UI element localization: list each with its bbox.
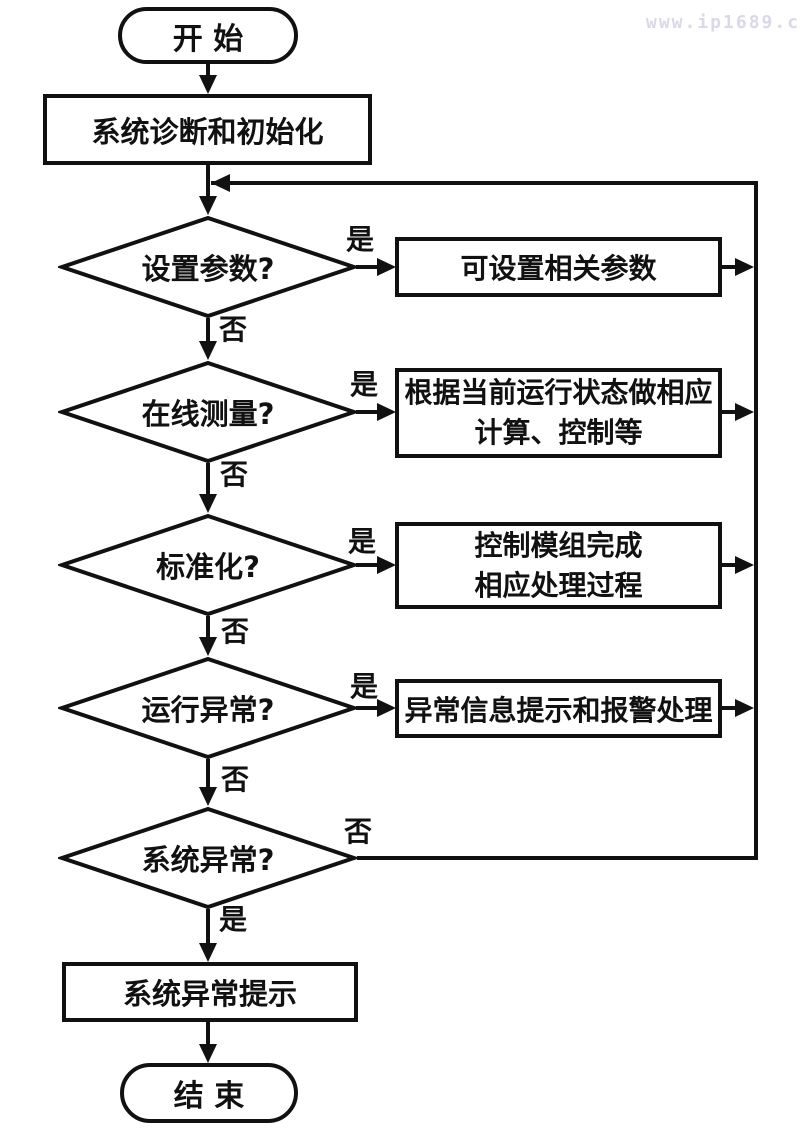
connector-action4-rail [722,706,736,710]
arrowhead-d2-action2 [377,403,396,421]
action-line: 计算、控制等 [474,416,643,449]
yes-label-2: 是 [350,368,379,401]
connector-init-d1 [206,164,210,197]
no-label-2: 否 [220,458,249,491]
connector-d4-action4 [356,706,378,710]
arrowhead-d1-d2 [199,341,217,360]
no-label-4: 否 [221,763,250,796]
decision-online-measure-label: 在线测量? [141,397,275,431]
arrowhead-loop-return [211,174,230,192]
decision-standardize-label: 标准化? [156,550,260,584]
action-standardize-box: 控制模组完成 相应处理过程 [395,522,722,609]
decision-set-params: 设置参数? [58,215,358,319]
connector-start-init [206,62,210,76]
connector-d1-action1 [356,265,378,269]
decision-run-abnormal-label: 运行异常? [141,693,275,727]
action-line: 根据当前运行状态做相应 [404,376,713,409]
connector-d2-action2 [356,410,378,414]
connector-d2-d3 [206,463,210,495]
connector-d4-d5 [206,759,210,788]
arrowhead-d4-d5 [199,787,217,806]
action-alarm-box: 异常信息提示和报警处理 [395,679,722,738]
arrowhead-prompt-end [199,1044,217,1063]
action-online-measure-box: 根据当前运行状态做相应 计算、控制等 [395,368,722,458]
end-node: 结 束 [120,1063,298,1123]
connector-d5-rail [357,856,758,860]
diamond-shape [58,513,358,617]
connector-action2-rail [722,410,736,414]
connector-d3-d4 [206,616,210,638]
arrowhead-start-init [199,75,217,94]
yes-label-5: 是 [219,903,248,936]
decision-online-measure: 在线测量? [58,360,358,464]
action-line: 相应处理过程 [474,568,643,602]
diamond-shape [58,360,358,464]
loop-return-line [211,181,758,185]
decision-system-abnormal-label: 系统异常? [141,843,275,877]
arrowhead-init-d1 [199,196,217,215]
action-line: 控制模组完成 [474,528,643,562]
diamond-shape [58,215,358,319]
arrowhead-d5-prompt [199,943,217,962]
connector-d1-d2 [206,318,210,342]
decision-standardize: 标准化? [58,513,358,617]
watermark-text: www.ip1689.com [646,12,800,33]
arrowhead-action2-rail [735,403,754,421]
arrowhead-d3-action3 [377,556,396,574]
no-label-3: 否 [221,615,250,648]
arrowhead-action3-rail [735,556,754,574]
arrowhead-d3-d4 [199,637,217,656]
connector-action3-rail [722,563,736,567]
action-set-params-box: 可设置相关参数 [395,237,722,297]
arrowhead-d2-d3 [199,494,217,513]
yes-label-4: 是 [350,670,379,703]
no-label-1: 否 [219,313,248,346]
yes-label-1: 是 [346,223,375,256]
arrowhead-action1-rail [735,258,754,276]
arrowhead-d1-action1 [377,258,396,276]
decision-set-params-label: 设置参数? [141,252,275,286]
yes-label-3: 是 [348,525,377,558]
decision-system-abnormal: 系统异常? [58,806,358,910]
connector-d3-action3 [356,563,378,567]
diamond-shape [58,656,358,760]
diamond-shape [58,806,358,910]
abnormal-prompt-box: 系统异常提示 [62,962,358,1022]
arrowhead-d4-action4 [377,699,396,717]
no-label-5: 否 [344,815,373,848]
right-rail-line [754,181,758,860]
start-node: 开 始 [118,7,298,64]
arrowhead-action4-rail [735,699,754,717]
connector-prompt-end [206,1021,210,1045]
connector-action1-rail [722,265,736,269]
connector-d5-prompt [206,909,210,944]
init-process-box: 系统诊断和初始化 [43,94,372,165]
decision-run-abnormal: 运行异常? [58,656,358,760]
